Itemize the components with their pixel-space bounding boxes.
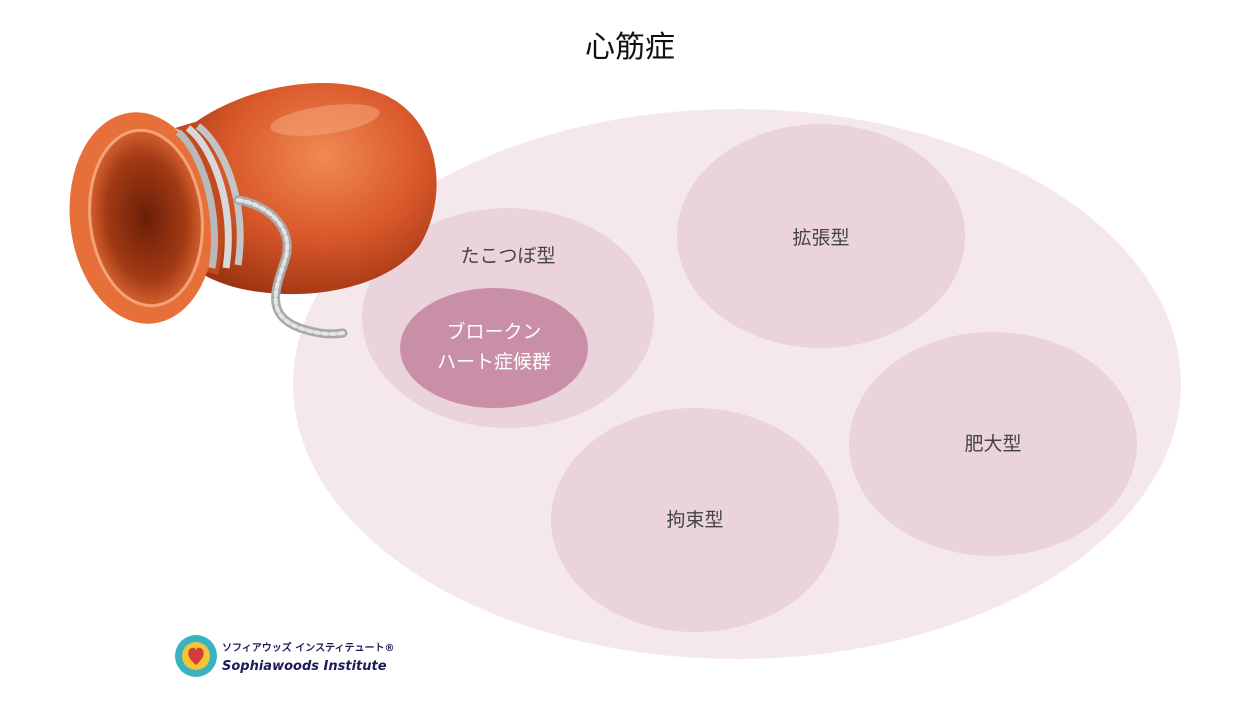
takotsubo-label: たこつぼ型 [460,245,555,267]
broken-heart-label-line2: ハート症候群 [437,351,551,373]
dilated-label: 拡張型 [792,227,849,249]
broken-heart-ellipse [400,288,588,408]
dilated-ellipse [677,124,965,348]
restrictive-label: 拘束型 [666,509,723,531]
broken-heart-label-line1: ブロークン [446,320,541,343]
logo-japanese: ソフィアウッズ インスティテュート® [222,641,394,654]
page-title: 心筋症 [585,30,675,65]
octopus-pot-illustration [69,82,437,339]
restrictive-ellipse [551,408,839,632]
hypertrophic-label: 肥大型 [964,433,1021,455]
hypertrophic-ellipse [849,332,1137,556]
logo-english: Sophiawoods Institute [222,659,387,674]
institute-logo: ソフィアウッズ インスティテュート® Sophiawoods Institute [175,635,394,677]
